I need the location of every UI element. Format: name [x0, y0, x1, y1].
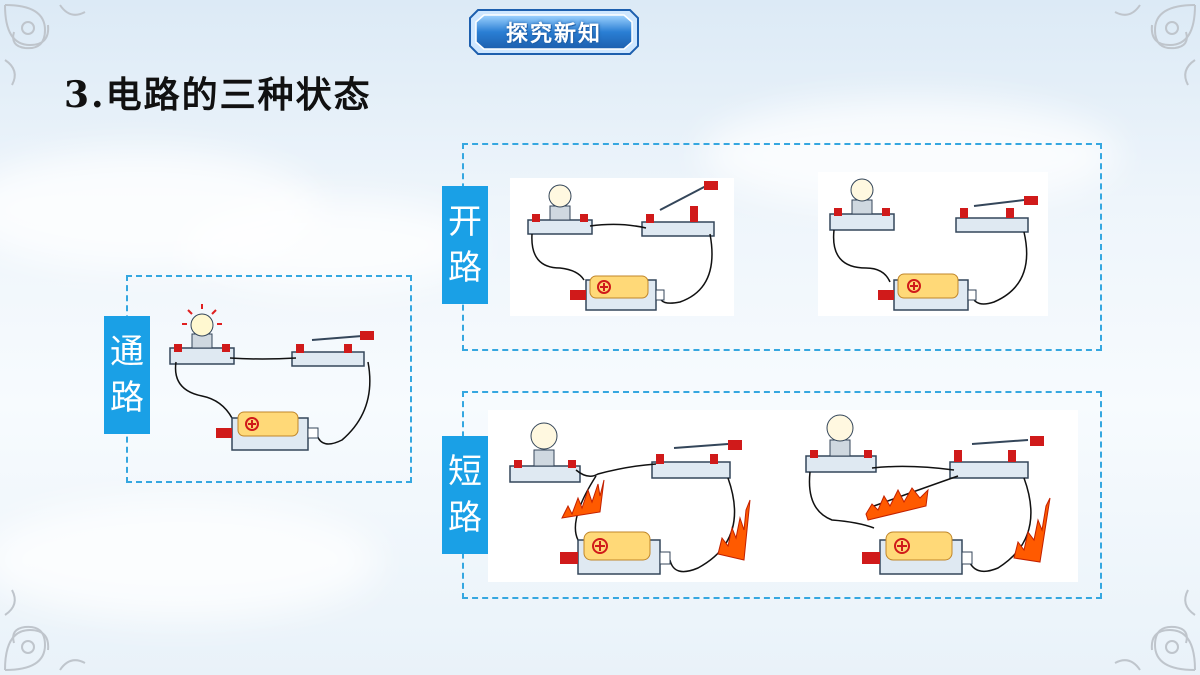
switch-icon: [949, 436, 1044, 479]
corner-ornament-icon: [4, 4, 86, 86]
open-circuit-illustration-2: [818, 172, 1048, 316]
open-circuit-label-char: 开: [448, 202, 482, 242]
switch-icon: [955, 196, 1038, 233]
bulb-icon: [527, 184, 593, 235]
open-circuit-illustration-1: [510, 178, 734, 316]
section-badge-label: 探究新知: [505, 21, 602, 47]
open-circuit-label-char: 路: [448, 248, 482, 288]
closed-circuit-label: 通 路: [104, 316, 150, 434]
short-circuit-label-char: 短: [448, 452, 482, 492]
battery-icon: [560, 531, 671, 575]
short-circuit-illustration: [488, 410, 1078, 582]
battery-icon: [862, 531, 973, 575]
flame-icon: [561, 479, 751, 561]
closed-circuit-label-char: 路: [110, 378, 144, 418]
bulb-icon: [829, 178, 895, 231]
battery-icon: [216, 411, 319, 451]
corner-ornament-icon: [1114, 4, 1196, 86]
short-circuit-label-char: 路: [448, 498, 482, 538]
closed-circuit-label-char: 通: [110, 332, 144, 372]
corner-ornament-icon: [1114, 589, 1196, 671]
switch-icon: [641, 181, 718, 237]
corner-ornament-icon: [4, 589, 86, 671]
section-badge: [469, 9, 639, 55]
bg-cloud: [0, 500, 380, 620]
open-circuit-label: 开 路: [442, 186, 488, 304]
battery-icon: [570, 275, 665, 311]
bulb-icon: [509, 422, 581, 483]
page-title: 3.电路的三种状态: [64, 74, 372, 116]
switch-icon: [651, 440, 742, 479]
short-circuit-label: 短 路: [442, 436, 488, 554]
bulb-icon: [805, 414, 877, 473]
closed-circuit-illustration: [162, 300, 392, 460]
switch-icon: [291, 331, 374, 367]
bulb-icon: [169, 304, 235, 365]
flame-icon: [865, 487, 1051, 563]
battery-icon: [878, 273, 977, 311]
